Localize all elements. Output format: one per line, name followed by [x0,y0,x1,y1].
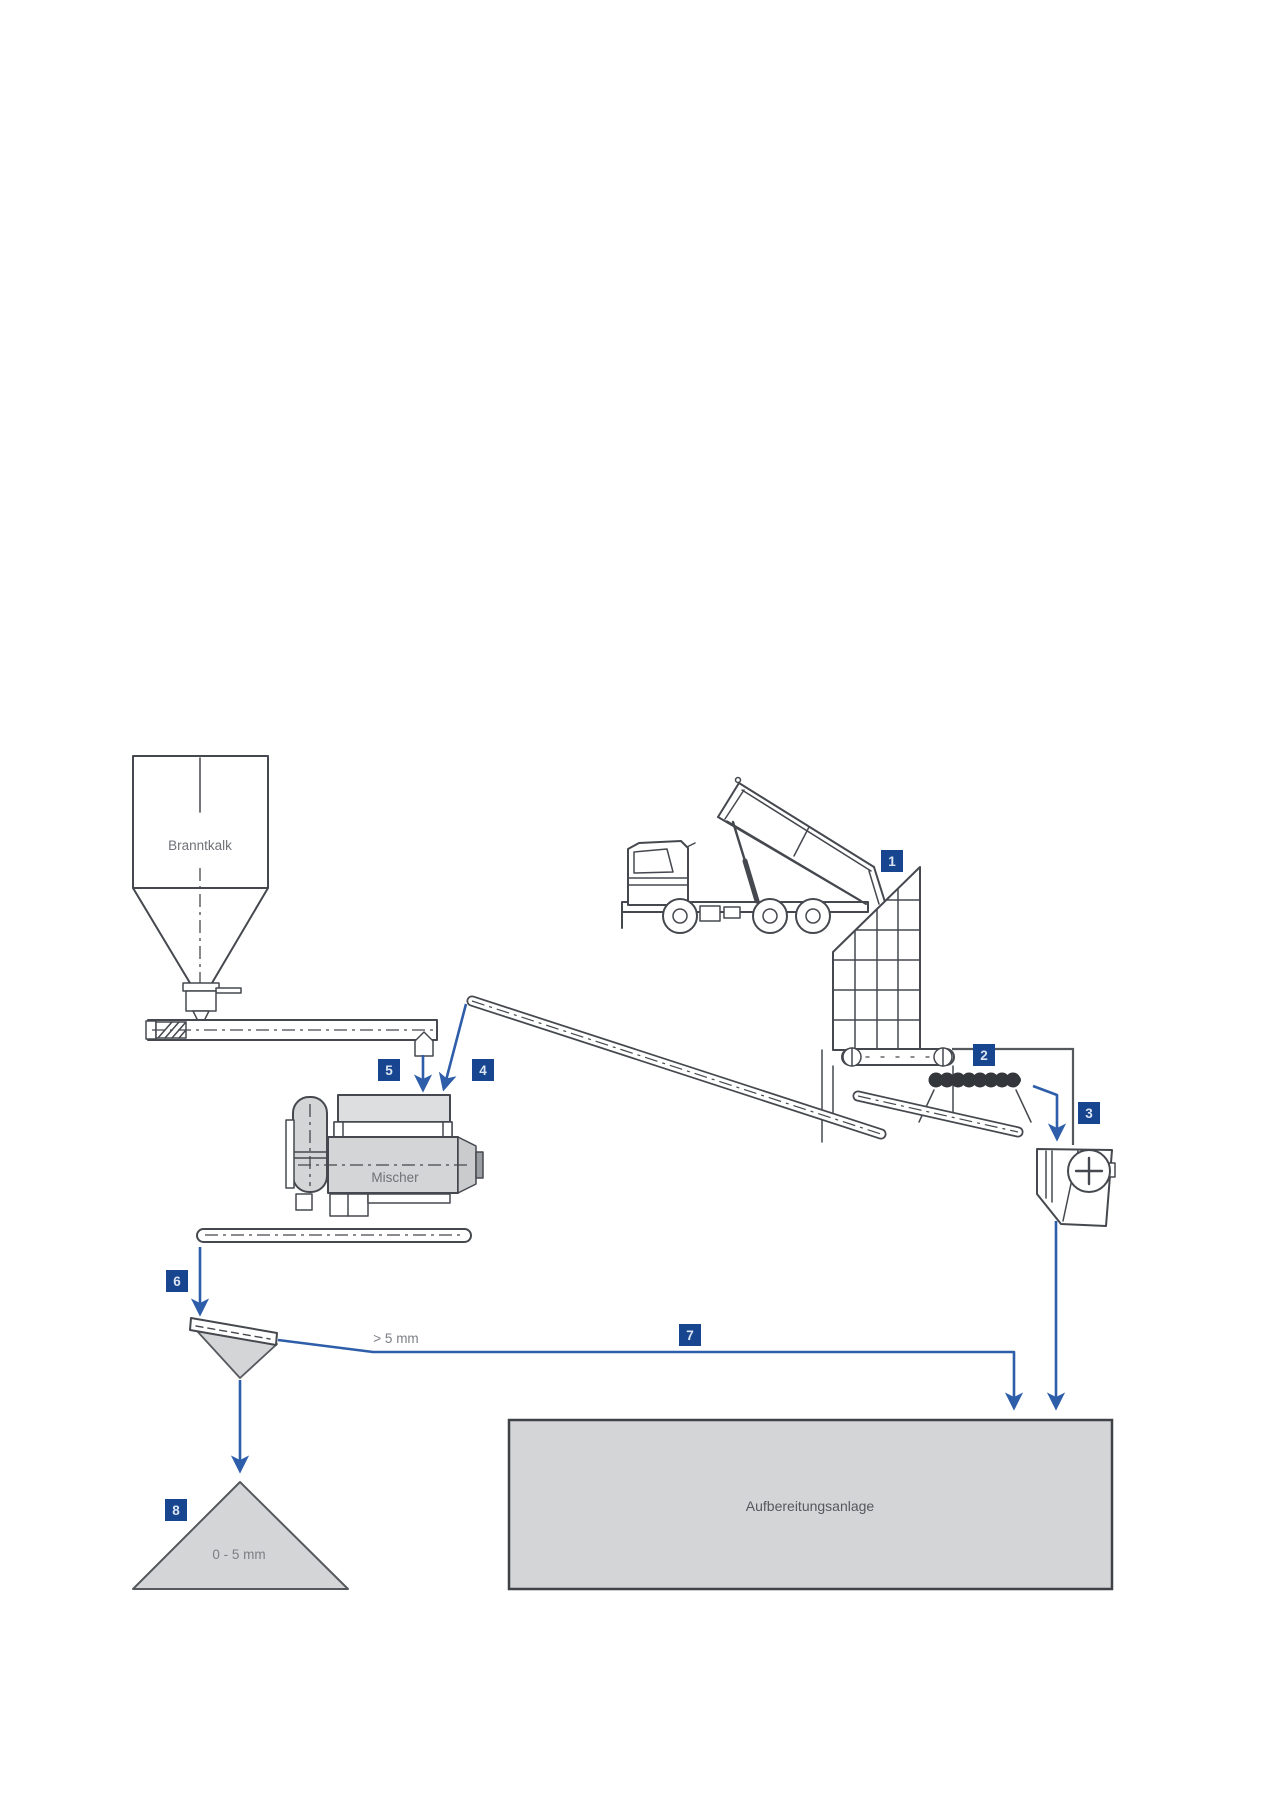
svg-text:8: 8 [172,1503,180,1518]
step-label-5: 5 [378,1059,400,1081]
truck-toolbox [723,906,741,919]
step-label-1: 1 [881,850,903,872]
stockpile-triangle [132,1481,349,1590]
mixer-label: Mischer [371,1170,419,1185]
dump-truck [621,776,886,934]
screw-conveyor [145,1019,438,1057]
lime-silo: Branntkalk [132,755,269,1022]
crusher-plus-icon [1074,1156,1104,1186]
mixer-foot [295,1193,313,1211]
belt-feeder [841,1047,955,1067]
screen-deck-mesh [195,1325,271,1340]
truck-tank [699,905,721,922]
truck-bed-brace [793,826,810,857]
svg-text:4: 4 [479,1063,487,1078]
mixer-end-hub [475,1151,484,1179]
svg-text:5: 5 [385,1063,393,1078]
mixer-discharge-box [329,1193,369,1217]
silo-flange [182,982,220,992]
truck-wheels [662,898,831,934]
processing-plant: Aufbereitungsanlage [507,1418,1114,1591]
truck-chassis [621,901,869,913]
plant-box [507,1418,1114,1591]
mixer-base-bar [367,1193,451,1204]
inclined-conveyor-long [466,995,887,1140]
oversize-label: > 5 mm [373,1331,418,1346]
svg-text:6: 6 [173,1274,181,1289]
svg-text:3: 3 [1085,1106,1093,1121]
step-label-6: 6 [166,1270,188,1292]
crusher [1036,1148,1116,1227]
hopper-grid [832,887,921,1051]
mixer: Mischer [285,1094,484,1217]
step-label-4: 4 [472,1059,494,1081]
truck-hydraulic-cylinder [731,820,760,904]
fines-label: 0 - 5 mm [212,1547,265,1562]
truck-bed-hook [734,776,742,784]
svg-text:1: 1 [888,854,896,869]
truck-bed [717,776,886,905]
step-label-3: 3 [1078,1102,1100,1124]
silo-valve [185,990,217,1012]
mixer-inlet-hopper [337,1094,451,1123]
step-label-7: 7 [679,1324,701,1346]
sizer-discs [928,1072,1021,1088]
truck-cab [627,840,696,906]
mixer-motor-bracket [285,1119,295,1189]
plant-label: Aufbereitungsanlage [746,1498,875,1514]
svg-text:7: 7 [686,1328,694,1343]
silo-valve-handle [215,987,242,994]
screen-unit [189,1317,278,1379]
step-label-8: 8 [165,1499,187,1521]
silo-label: Branntkalk [168,838,232,853]
sizer-to-crusher-arrow [1032,1084,1067,1142]
screen-deck [189,1317,278,1346]
mixer-collar [333,1121,453,1138]
step-label-2: 2 [973,1044,995,1066]
truck-windshield [633,848,674,874]
material-feed-arrow [438,1003,468,1092]
mixer-discharge-conveyor [196,1228,472,1243]
silo-funnel [132,887,269,984]
truck-mirror [686,842,696,848]
sizer-chute-right [1015,1089,1032,1123]
stockpile: 0 - 5 mm [132,1481,349,1590]
svg-text:2: 2 [980,1048,988,1063]
oversize-return-line [277,1338,1024,1411]
inclined-conveyor-short [852,1090,1024,1138]
